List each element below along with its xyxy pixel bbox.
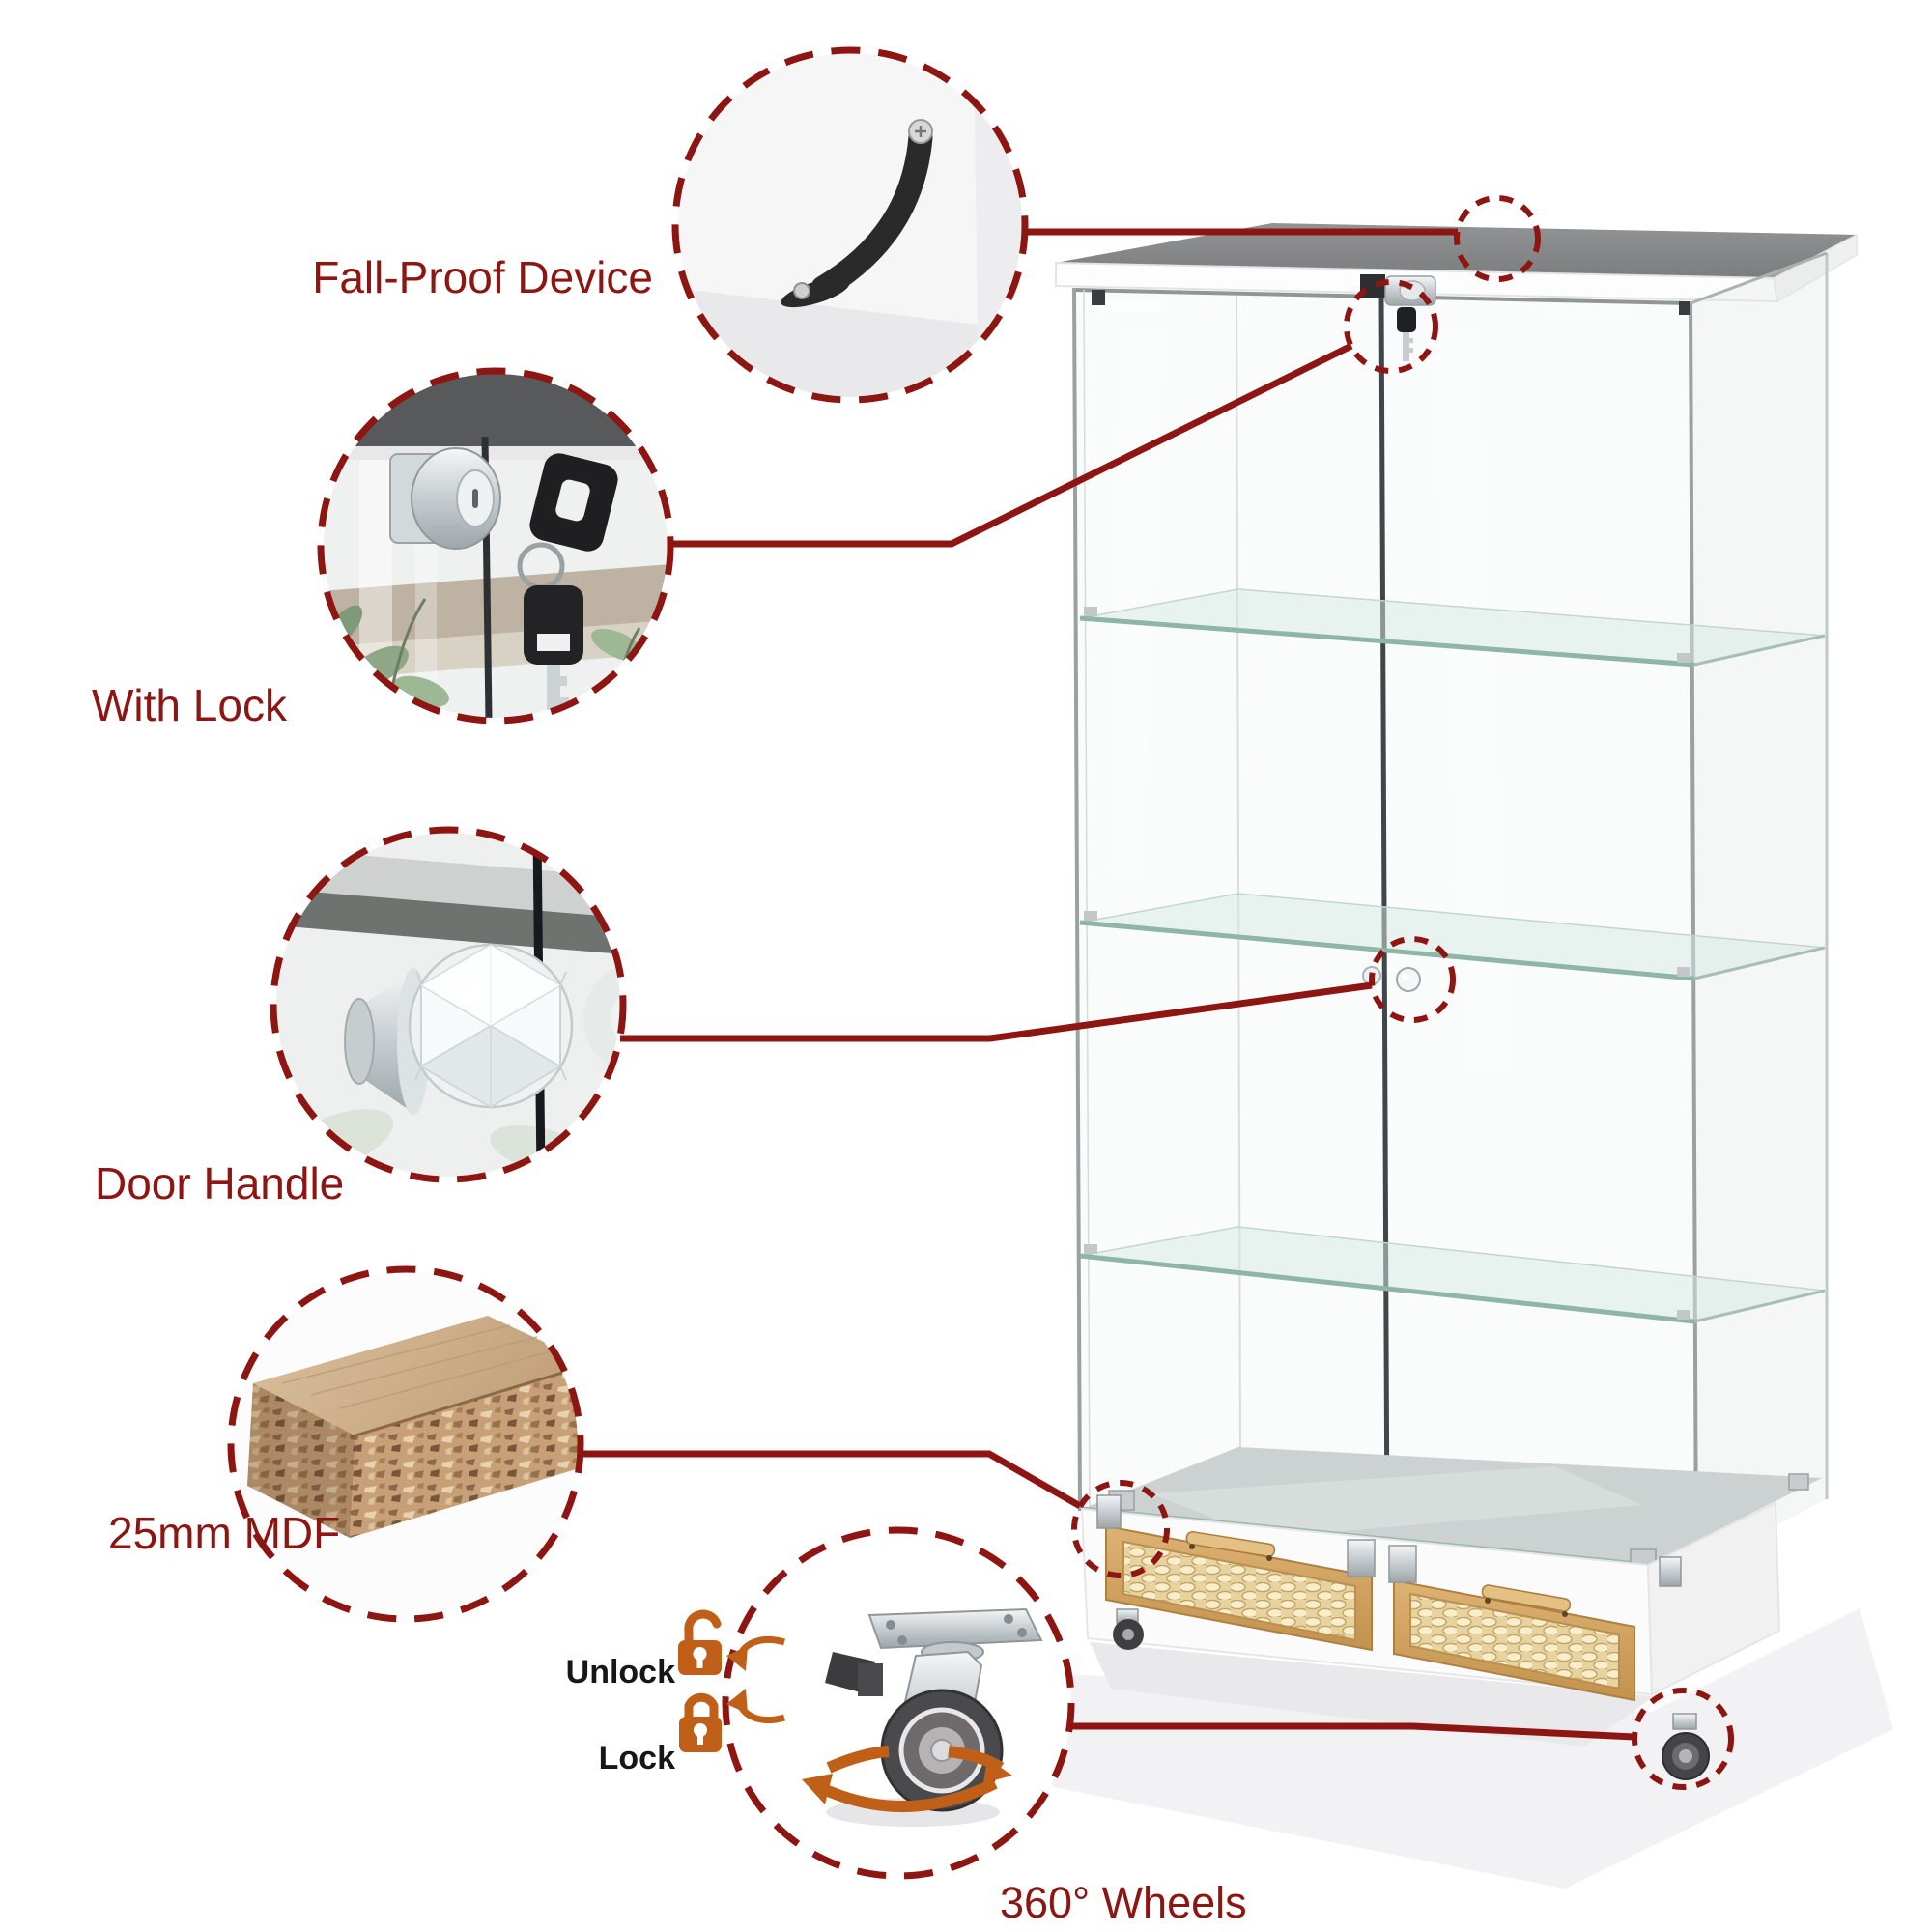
rattan-drawer[interactable] [1393,1578,1635,1702]
glass-reflections [1099,298,1633,1072]
cabinet-caster-wheels [1113,1608,1710,1780]
crystal-knob [344,943,574,1115]
caster-wheel-icon [1662,1713,1710,1780]
callout-with-lock [317,367,674,724]
drawer-handle[interactable] [1481,1584,1572,1617]
glass-shelves [1079,588,1826,1324]
fall-proof-label: Fall-Proof Device [312,252,653,302]
lock-label: Lock [598,1740,675,1776]
connector-wheels [1070,1722,1635,1741]
callout-wheels [722,1526,1075,1880]
ghost-second-knob [583,962,620,1074]
mdf-label: 25mm MDF [108,1508,341,1558]
marker-knob-spot [1369,936,1456,1023]
door-bottom-hinges [1096,1494,1682,1587]
lock-icon [679,1692,722,1752]
glass-shelf [1079,588,1826,668]
marker-wheel-spot [1632,1688,1734,1790]
callout-mdf [227,1265,584,1623]
connector-mdf [580,1450,1082,1510]
floor-shadow [1024,1608,1893,1889]
caster-wheel-icon [1113,1608,1144,1650]
wheels-label: 360° Wheels [1000,1878,1247,1927]
caster-wheel-icon [825,1607,1043,1812]
feature-markers [1071,195,1734,1790]
keys-on-ring [517,453,618,718]
cam-lock [389,447,501,550]
door-handle-label: Door Handle [95,1158,345,1208]
rotate-arrow-icon [726,1689,785,1724]
unlock-label: Unlock [565,1654,675,1690]
cabinet-base [1080,1501,1781,1702]
rotate-arrow-heads [802,1758,1012,1804]
rattan-drawer[interactable] [1105,1524,1373,1652]
marker-fall-proof-spot [1454,195,1541,282]
connector-lines [580,228,1635,1741]
cabinet-illustration [1024,223,1893,1889]
side-glass-panel [1690,253,1827,1567]
mdf-board [247,1316,578,1538]
callout-door-handle [270,826,627,1183]
connector-with-lock [670,342,1353,548]
glass-shelf [1079,1226,1826,1324]
unlock-icon [678,1609,722,1675]
callout-fall-proof-device [671,46,1029,404]
anti-tip-strap [781,119,933,308]
glass-shelf [1079,893,1826,981]
marker-mdf-spot [1071,1480,1170,1578]
drawer-handle[interactable] [1185,1530,1276,1561]
door-top-hinges [1092,290,1690,315]
rotate-arrow-icon [726,1635,785,1671]
marker-lock-spot [1344,279,1438,374]
with-lock-label: With Lock [92,680,287,730]
connector-door-handle [620,981,1373,1042]
